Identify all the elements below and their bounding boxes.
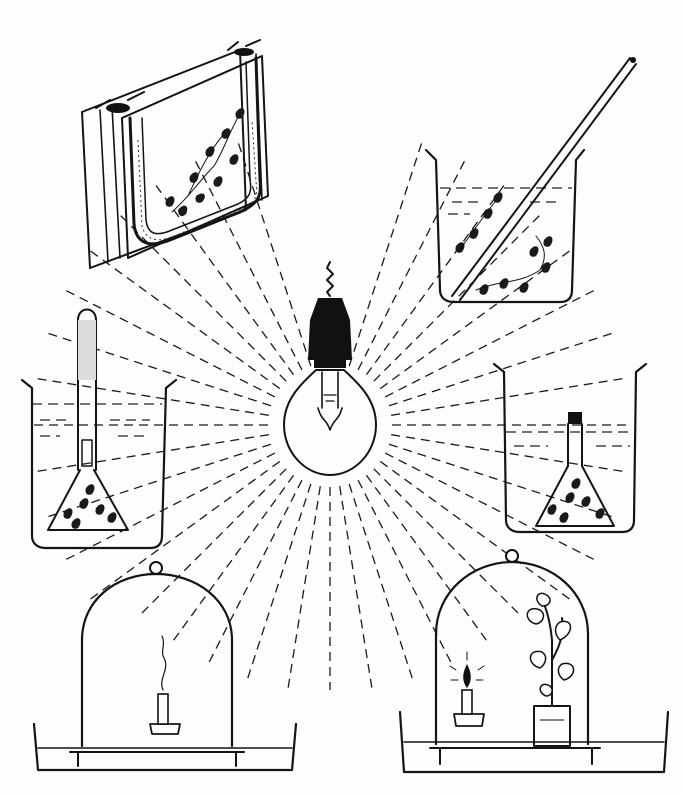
light-ray — [358, 158, 466, 370]
light-ray — [340, 486, 373, 690]
funnel-gas-collection-icon — [22, 310, 176, 549]
light-ray — [288, 486, 321, 690]
light-ray — [207, 480, 302, 665]
light-rays — [30, 140, 630, 690]
light-ray — [237, 140, 310, 366]
light-ray — [118, 213, 286, 381]
light-ray — [171, 475, 293, 643]
light-ray — [374, 213, 542, 381]
light-ray — [349, 484, 413, 682]
light-ray — [247, 484, 311, 682]
light-ray — [349, 140, 423, 366]
light-ray — [358, 480, 453, 665]
light-ray — [366, 475, 488, 643]
aquatic-plant-chamber-icon — [82, 40, 268, 268]
beaker-thermometer-icon — [426, 57, 636, 302]
funnel-stoppered-tube-icon — [494, 364, 646, 532]
light-ray — [34, 435, 269, 472]
light-ray — [194, 158, 302, 370]
bell-jar-candle-plant-icon — [400, 550, 668, 772]
light-ray — [391, 378, 626, 415]
bell-jar-candle-out-icon — [34, 562, 296, 770]
light-ray — [389, 332, 615, 406]
light-bulb-icon — [284, 262, 376, 475]
light-ray — [34, 378, 269, 415]
light-ray — [391, 435, 626, 472]
light-ray — [385, 289, 597, 397]
